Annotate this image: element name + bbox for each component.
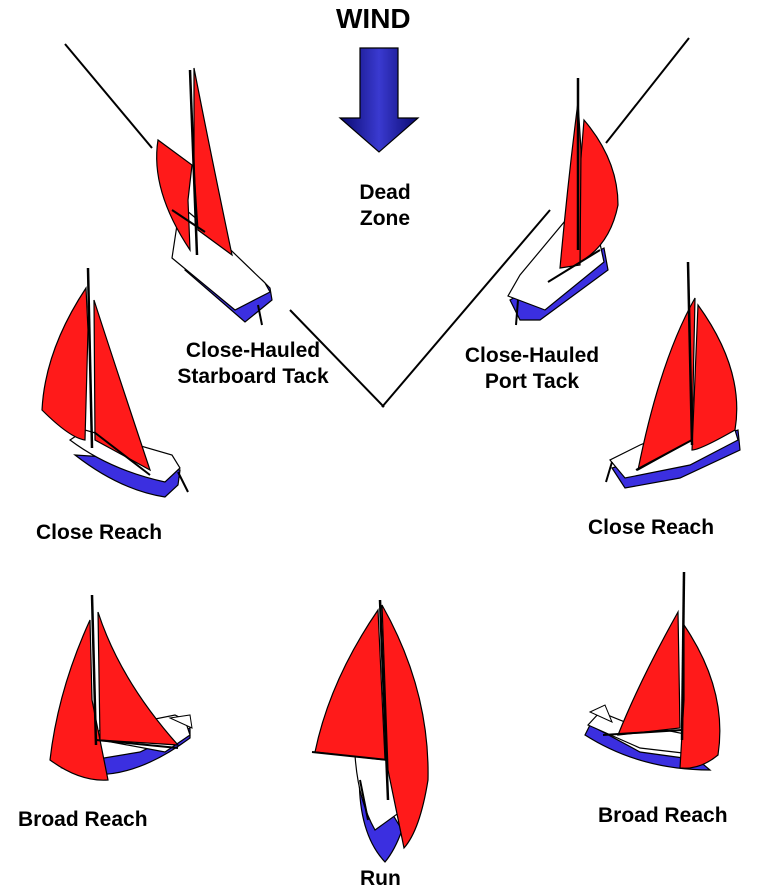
boat-broad-reach-right [585, 572, 720, 770]
boat-close-hauled-port [508, 78, 618, 325]
boat-close-reach-right [606, 262, 740, 488]
boat-broad-reach-left [50, 595, 192, 780]
close-hauled-starboard-label: Close-Hauled Starboard Tack [158, 338, 348, 390]
wind-label: WIND [336, 4, 411, 34]
close-hauled-starboard-line2: Starboard Tack [158, 364, 348, 390]
close-hauled-port-line2: Port Tack [440, 369, 624, 395]
close-hauled-port-line1: Close-Hauled [440, 343, 624, 369]
close-hauled-starboard-line1: Close-Hauled [158, 338, 348, 364]
dead-zone-line1: Dead [340, 180, 430, 206]
broad-reach-right-label: Broad Reach [598, 803, 728, 829]
boat-run [312, 600, 428, 862]
close-reach-left-label: Close Reach [36, 520, 162, 546]
boat-close-hauled-starboard [157, 68, 272, 325]
dead-zone-label: Dead Zone [340, 180, 430, 232]
close-hauled-port-label: Close-Hauled Port Tack [440, 343, 624, 395]
dead-zone-line2: Zone [340, 206, 430, 232]
wind-arrow-icon [340, 48, 418, 152]
close-reach-right-label: Close Reach [588, 515, 714, 541]
run-label: Run [360, 866, 401, 892]
broad-reach-left-label: Broad Reach [18, 807, 148, 833]
